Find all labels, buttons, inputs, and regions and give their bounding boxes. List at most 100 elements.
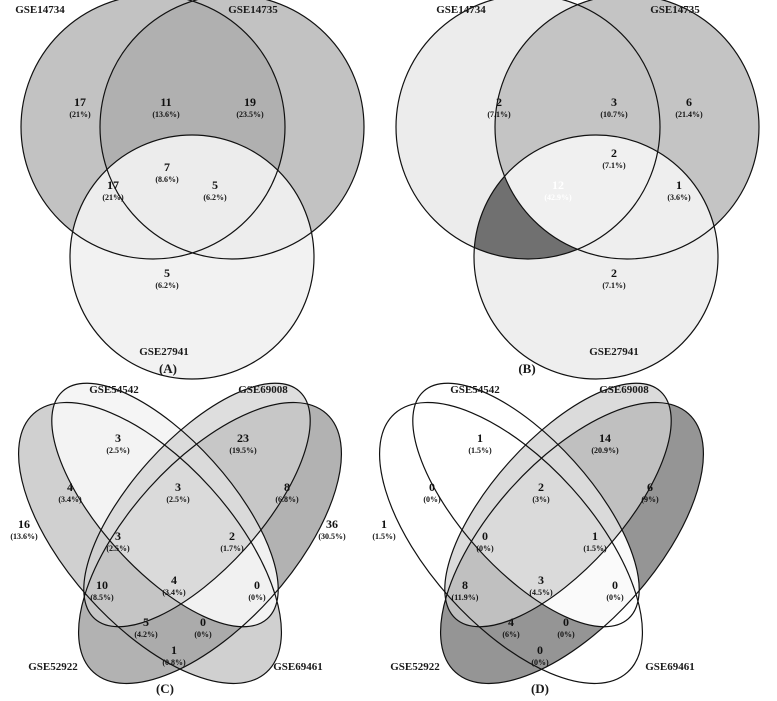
region-d-BCD-pct: (6%): [502, 630, 520, 639]
set-label-a2: GSE14735: [228, 4, 278, 16]
region-b-23-pct: (3.6%): [667, 193, 691, 202]
region-c-CD-count: 1: [171, 643, 177, 657]
set-label-b1: GSE14734: [436, 4, 486, 16]
region-d-onlyC-count: 1: [381, 517, 387, 531]
region-c-BC-pct: (8.5%): [90, 593, 114, 602]
region-a-123-count: 7: [164, 160, 170, 174]
region-b-only3-pct: (7.1%): [602, 281, 626, 290]
panel-b: GSE14734 GSE14735 GSE27941 (B) 2 (7.1%) …: [395, 0, 760, 380]
panel-d: GSE54542 GSE69008 GSE52922 GSE69461 (D) …: [372, 382, 707, 696]
region-d-BCD-count: 4: [508, 615, 514, 629]
region-d-CD-count: 0: [537, 643, 543, 657]
set-label-d-gse69008: GSE69008: [599, 384, 649, 396]
region-c-AC-pct: (3.4%): [58, 495, 82, 504]
region-c-onlyB-count: 23: [237, 431, 249, 445]
region-c-ABC-pct: (2.5%): [106, 544, 130, 553]
set-label-c-gse69008: GSE69008: [238, 384, 288, 396]
region-d-AB-pct: (3%): [532, 495, 550, 504]
region-c-AD-pct: (0%): [248, 593, 266, 602]
set-ellipse-d-gse69008: [444, 383, 672, 627]
region-b-13-count: 12: [552, 178, 564, 192]
region-d-AD-count: 0: [612, 578, 618, 592]
region-c-CD-pct: (0.8%): [162, 658, 186, 667]
region-d-onlyB-pct: (20.9%): [591, 446, 619, 455]
region-d-AC-count: 0: [429, 480, 435, 494]
set-label-d-gse52922: GSE52922: [390, 661, 440, 673]
region-c-AB-count: 3: [175, 480, 181, 494]
region-d-ABC-pct: (0%): [476, 544, 494, 553]
region-c-BCD-pct: (4.2%): [134, 630, 158, 639]
region-c-BD-pct: (6.8%): [275, 495, 299, 504]
region-d-AC-pct: (0%): [423, 495, 441, 504]
region-a-12-pct: (13.6%): [152, 110, 180, 119]
region-d-onlyA-count: 1: [477, 431, 483, 445]
panel-c: GSE54542 GSE69008 GSE52922 GSE69461 (C) …: [10, 382, 346, 696]
panel-label-c: (C): [156, 681, 174, 696]
set-label-c-gse54542: GSE54542: [89, 384, 139, 396]
region-b-23-count: 1: [676, 178, 682, 192]
panel-a: GSE14734 GSE14735 GSE27941 (A) 17 (21%) …: [15, 0, 365, 380]
set-label-c-gse69461: GSE69461: [273, 661, 323, 673]
region-a-only2-pct: (23.5%): [236, 110, 264, 119]
set-label-d-gse54542: GSE54542: [450, 384, 500, 396]
region-a-only1-count: 17: [74, 95, 86, 109]
region-c-onlyA-pct: (2.5%): [106, 446, 130, 455]
region-c-onlyC-pct: (13.6%): [10, 532, 38, 541]
region-a-only3-count: 5: [164, 266, 170, 280]
region-c-onlyD-pct: (30.5%): [318, 532, 346, 541]
region-b-only1-count: 2: [496, 95, 502, 109]
region-c-ABCD-pct: (3.4%): [162, 588, 186, 597]
region-a-23-pct: (6.2%): [203, 193, 227, 202]
region-b-only2-count: 6: [686, 95, 692, 109]
region-b-only2-pct: (21.4%): [675, 110, 703, 119]
panel-label-a: (A): [159, 361, 177, 376]
region-a-23-count: 5: [212, 178, 218, 192]
set-circle-a3: [70, 135, 314, 379]
region-c-ABD-count: 2: [229, 529, 235, 543]
region-c-ABD-pct: (1.7%): [220, 544, 244, 553]
region-b-12-count: 3: [611, 95, 617, 109]
region-a-13-count: 17: [107, 178, 119, 192]
region-d-CD-pct: (0%): [531, 658, 549, 667]
region-c-ACD-count: 0: [200, 615, 206, 629]
region-a-only3-pct: (6.2%): [155, 281, 179, 290]
region-b-only3-count: 2: [611, 266, 617, 280]
region-c-ABC-count: 3: [115, 529, 121, 543]
region-c-onlyA-count: 3: [115, 431, 121, 445]
region-c-onlyB-pct: (19.5%): [229, 446, 257, 455]
region-b-123-count: 2: [611, 146, 617, 160]
region-d-ACD-count: 0: [563, 615, 569, 629]
set-ellipse-c-gse69008: [83, 383, 311, 627]
set-label-a3: GSE27941: [139, 346, 189, 358]
region-d-AB-count: 2: [538, 480, 544, 494]
region-b-only1-pct: (7.1%): [487, 110, 511, 119]
region-a-only1-pct: (21%): [69, 110, 91, 119]
region-b-12-pct: (10.7%): [600, 110, 628, 119]
region-a-12-count: 11: [160, 95, 171, 109]
region-d-onlyD-pct: (40.3%): [679, 532, 707, 541]
region-c-onlyD-count: 36: [326, 517, 338, 531]
region-d-AD-pct: (0%): [606, 593, 624, 602]
region-d-onlyD-count: 27: [687, 517, 699, 531]
set-label-b2: GSE14735: [650, 4, 700, 16]
region-c-AB-pct: (2.5%): [166, 495, 190, 504]
region-b-123-pct: (7.1%): [602, 161, 626, 170]
region-d-BC-pct: (11.9%): [452, 593, 479, 602]
region-c-BD-count: 8: [284, 480, 290, 494]
region-c-ABCD-count: 4: [171, 573, 177, 587]
region-c-BC-count: 10: [96, 578, 108, 592]
region-d-ABCD-pct: (4.5%): [529, 588, 553, 597]
region-d-ABD-count: 1: [592, 529, 598, 543]
region-d-ACD-pct: (0%): [557, 630, 575, 639]
region-c-onlyC-count: 16: [18, 517, 30, 531]
panel-label-b: (B): [518, 361, 535, 376]
region-d-ABC-count: 0: [482, 529, 488, 543]
set-label-b3: GSE27941: [589, 346, 639, 358]
region-a-123-pct: (8.6%): [155, 175, 179, 184]
region-d-onlyC-pct: (1.5%): [372, 532, 396, 541]
region-c-AD-count: 0: [254, 578, 260, 592]
set-label-c-gse52922: GSE52922: [28, 661, 78, 673]
region-d-ABCD-count: 3: [538, 573, 544, 587]
set-label-a1: GSE14734: [15, 4, 65, 16]
